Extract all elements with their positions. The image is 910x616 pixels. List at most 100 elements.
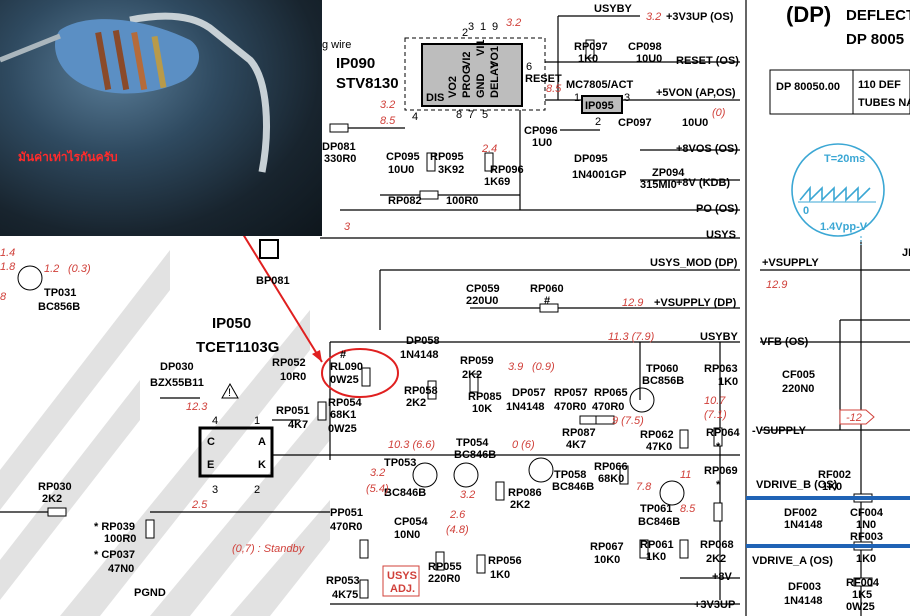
component-ref: RP069 — [704, 465, 738, 477]
component-value: BC856B — [38, 301, 80, 313]
component-ref: RP068 — [700, 539, 734, 551]
component-ref: TP058 — [554, 469, 586, 481]
ip090-pin-vi2: VI2 — [461, 51, 473, 68]
net-label: +8VOS (OS) — [676, 143, 738, 155]
component-ref: CP059 — [466, 283, 500, 295]
component-ref: RP086 — [508, 487, 542, 499]
ip050-pin-num: 4 — [212, 415, 218, 427]
net-label: PO (OS) — [696, 203, 739, 215]
component-value: 0W25 — [846, 601, 875, 613]
panel-title: DEFLECT — [846, 7, 910, 24]
rl090-highlight — [321, 348, 399, 398]
component-value: 47K0 — [646, 441, 672, 453]
ip095-pin: 1 — [574, 92, 580, 104]
component-value: 100R0 — [104, 533, 136, 545]
component-ref: RP060 — [530, 283, 564, 295]
component-ref: TP060 — [646, 363, 678, 375]
net-label: +8V (KDB) — [676, 177, 730, 189]
component-value: 1U0 — [532, 137, 552, 149]
voltage-label: (7.1) — [704, 409, 727, 421]
ip090-pin-num: 9 — [492, 21, 498, 33]
net-label: +VSUPPLY (DP) — [654, 297, 737, 309]
ip090-pin-num: 2 — [462, 27, 468, 39]
component-ref: CP096 — [524, 125, 558, 137]
waveform-period: T=20ms — [824, 153, 865, 165]
component-ref: BP081 — [256, 275, 290, 287]
ip090-ic: DIS VO2 PROG GND VI2 DELAY VO1 VI1 2 1 9… — [336, 21, 562, 123]
component-value: 0W25 — [328, 423, 357, 435]
voltage-label: 3.2 — [506, 17, 521, 29]
net-label: +VSUPPLY — [762, 257, 819, 269]
component-value: BC846B — [384, 487, 426, 499]
component-value: * — [716, 479, 721, 491]
component-value: 1N4148 — [400, 349, 439, 361]
component-value: 315MI0 — [640, 179, 677, 191]
component-ref: RF002 — [818, 469, 851, 481]
component-ref: * RP039 — [94, 521, 135, 533]
net-label: +3V3UP — [694, 599, 735, 611]
voltage-label: 3.2 — [460, 489, 475, 501]
warning-icon: ! — [228, 387, 231, 399]
voltage-label: 10.7 — [704, 395, 726, 407]
wires-top — [320, 15, 740, 605]
voltage-label: 8.5 — [680, 503, 696, 515]
voltage-label: (0) — [712, 107, 726, 119]
component-ref: RP059 — [460, 355, 494, 367]
component-ref: RP052 — [272, 357, 306, 369]
component-value: 1N4001GP — [572, 169, 626, 181]
component-value: 10N0 — [394, 529, 420, 541]
component-value: 10U0 — [682, 117, 708, 129]
voltage-label: 12.9 — [622, 297, 643, 309]
ip095-part: MC7805/ACT — [566, 79, 634, 91]
component-ref: CP097 — [618, 117, 652, 129]
component-value: BZX55B11 — [150, 377, 204, 389]
ip050-ref: IP050 — [212, 315, 251, 332]
component-ref: TP061 — [640, 503, 672, 515]
voltage-label: 1.2 — [44, 263, 59, 275]
voltage-label: 8.5 — [380, 115, 396, 127]
component-ref: CF004 — [850, 507, 884, 519]
ip095-regulator: IP095 MC7805/ACT 1 3 2 — [566, 79, 634, 128]
component-value: 1K0 — [856, 553, 876, 565]
waveform-zero: 0 — [803, 205, 809, 217]
component-value: 1K0 — [646, 551, 666, 563]
ip090-pin-num: 3 — [468, 21, 474, 33]
net-label: VFB (OS) — [760, 336, 809, 348]
ip095-ref: IP095 — [585, 100, 614, 112]
component-ref: RP054 — [328, 397, 363, 409]
component-ref: ZP094 — [652, 167, 685, 179]
ip095-pin: 2 — [595, 116, 601, 128]
component-ref: RP057 — [554, 387, 588, 399]
net-label: JI — [902, 247, 910, 259]
ip090-pin-num: 1 — [480, 21, 486, 33]
component-ref: RP082 — [388, 195, 422, 207]
component-value: 47N0 — [108, 563, 134, 575]
component-value: 2K2 — [462, 369, 482, 381]
voltage-label: 2.5 — [191, 499, 208, 511]
net-label: USYBY — [594, 3, 633, 15]
component-value: BC846B — [454, 449, 496, 461]
bp081-connector — [259, 239, 279, 259]
ip090-pin-vo1: VO1 — [489, 46, 501, 68]
rl090-ref: RL090 — [330, 361, 363, 373]
component-value: 470R0 — [554, 401, 586, 413]
component-value: 10U0 — [636, 53, 662, 65]
table-cell: TUBES NA — [858, 97, 910, 109]
voltage-label: 9 (7.5) — [612, 415, 644, 427]
component-value: 2K2 — [42, 493, 62, 505]
component-ref: DF003 — [788, 581, 821, 593]
voltage-label: (5.4) — [366, 483, 389, 495]
ip090-ref: IP090 — [336, 55, 375, 72]
component-value: 10K0 — [594, 554, 620, 566]
component-ref: TP031 — [44, 287, 76, 299]
ip050-pin-num: 1 — [254, 415, 260, 427]
component-ref: RP097 — [574, 41, 608, 53]
ip090-pin-num: 4 — [412, 111, 418, 123]
table-cell: 110 DEF — [858, 79, 901, 91]
waveform-amplitude: 1.4Vpp-V — [820, 221, 868, 233]
voltage-label: 3.9 — [508, 361, 523, 373]
ip090-reset-label: RESET — [525, 73, 562, 85]
component-value: BC856B — [642, 375, 684, 387]
component-value: 220N0 — [782, 383, 814, 395]
